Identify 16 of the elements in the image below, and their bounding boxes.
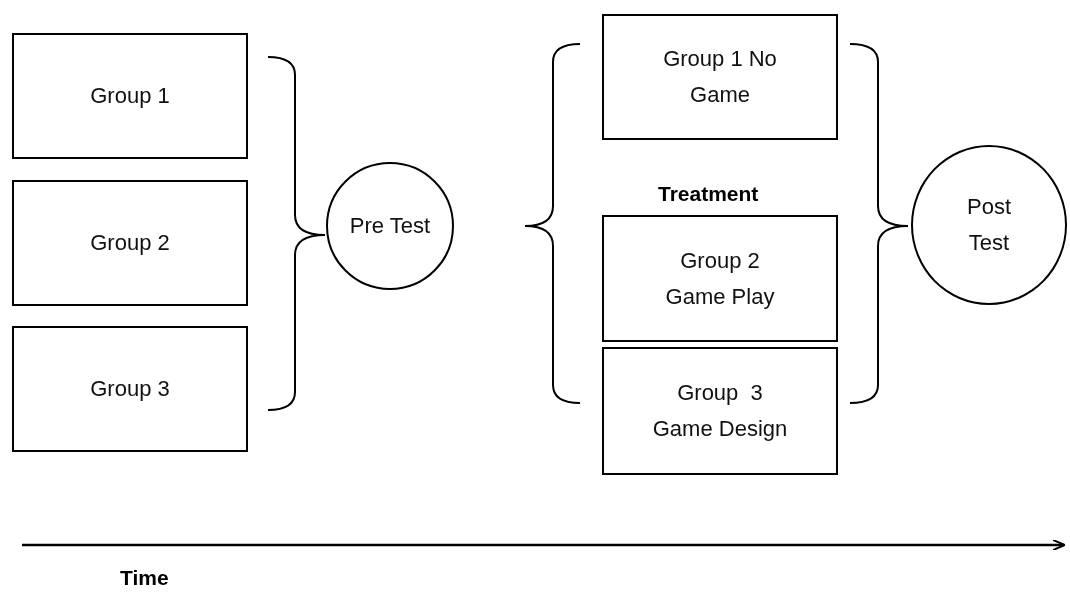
- node-text: Group 2: [90, 229, 170, 257]
- node-text: Post Test: [966, 193, 1012, 257]
- node-text: Group 3: [90, 375, 170, 403]
- node-text: Group 2 Game Play: [664, 246, 776, 311]
- group-box: [602, 347, 838, 475]
- node-text: Group 3 Game Design: [651, 379, 789, 443]
- group-box: [12, 33, 248, 159]
- group-box: [602, 14, 838, 140]
- phase-label: Treatment: [658, 182, 759, 206]
- group-box: [12, 326, 248, 452]
- node-text: Group 1: [90, 82, 170, 110]
- node-text: Group 1 No Game: [662, 45, 778, 109]
- group-box: [12, 180, 248, 306]
- group-box: [602, 215, 838, 342]
- axis-label: Time: [120, 566, 169, 590]
- node-text: Pre Test: [349, 212, 431, 240]
